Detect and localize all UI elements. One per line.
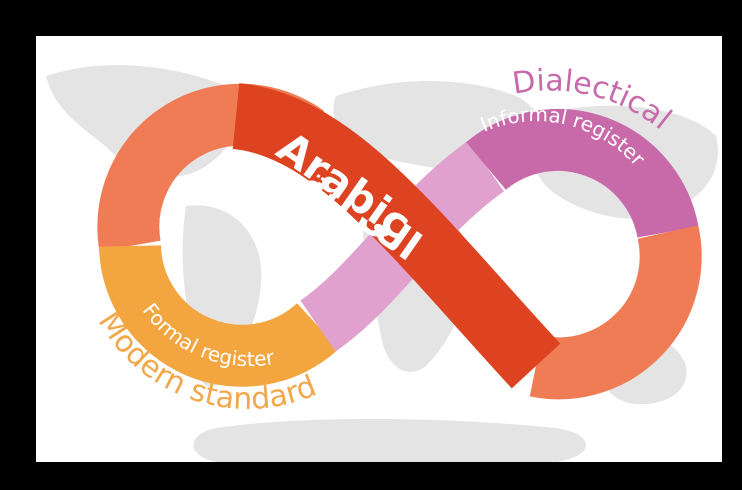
arabic-infinity-diagram: Arabic العربية Dialectical Informal regi… (46, 63, 718, 462)
infinity-loop (97, 83, 702, 400)
diagram-panel: Arabic العربية Dialectical Informal regi… (36, 36, 722, 462)
crossing-red-band (231, 83, 561, 389)
right-loop-pink-band (466, 108, 699, 239)
right-loop-orange-band (529, 225, 702, 400)
left-loop-yellow-band (99, 244, 340, 387)
